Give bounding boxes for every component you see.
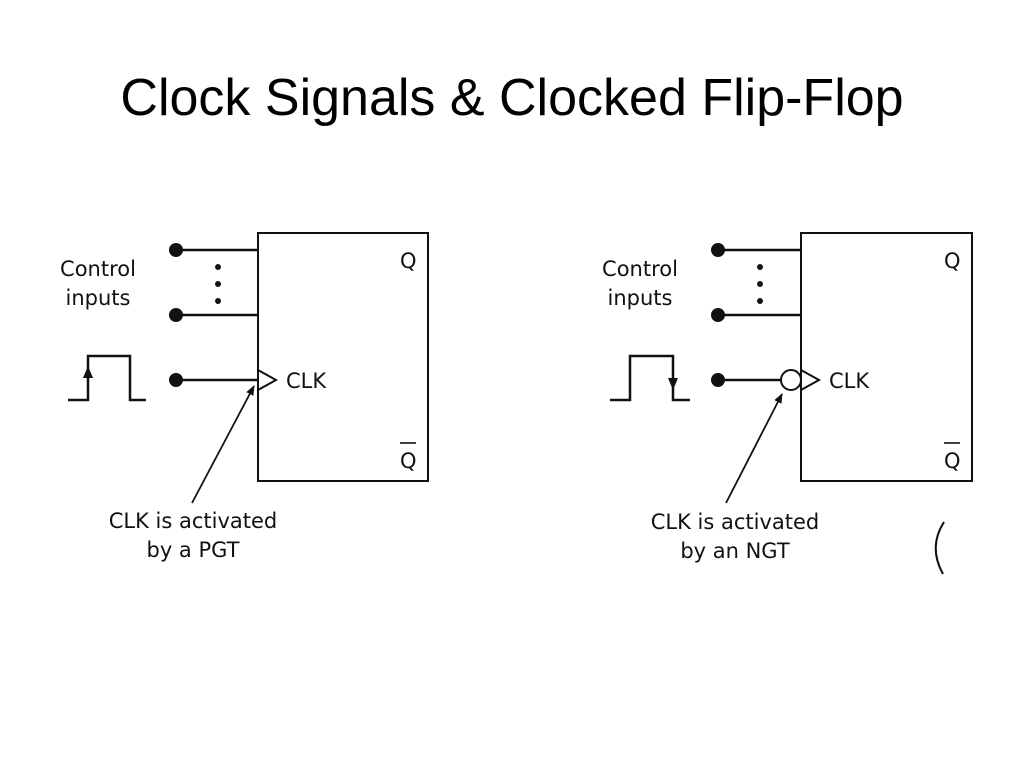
pgt-q-label: Q [400,249,417,273]
ngt-caption-line1: CLK is activated [651,510,820,534]
pgt-rising-edge-arrow-icon [83,366,93,378]
ngt-clk-triangle-icon [800,369,822,391]
pgt-flip-flop-box [257,232,429,482]
ngt-q-label: Q [944,249,961,273]
ngt-clk-label: CLK [829,369,870,393]
pgt-clk-label: CLK [286,369,327,393]
scan-artifact-mark [934,521,945,575]
pgt-caption-line2: by a PGT [147,538,240,562]
pgt-control-label-line2: inputs [66,286,131,310]
pgt-ellipsis-dot-3 [215,298,221,304]
ngt-ellipsis-dot-2 [757,281,763,287]
ngt-control-label-line1: Control [602,257,678,281]
ngt-q-bar-label: Q [944,449,961,473]
pgt-q-bar-label: Q [400,449,417,473]
pgt-ellipsis-dot-2 [215,281,221,287]
ngt-caption-line2: by an NGT [680,539,790,563]
pgt-control-inputs [169,243,258,322]
pgt-caption-line1: CLK is activated [109,509,278,533]
ngt-flip-flop: Control inputs CLK Q Q CLK is activated … [602,232,973,563]
ngt-inversion-bubble-icon [780,369,802,391]
ngt-control-inputs [711,243,801,322]
ngt-falling-edge-arrow-icon [668,378,678,390]
slide-title: Clock Signals & Clocked Flip-Flop [120,69,904,127]
pgt-flip-flop: Control inputs CLK Q Q CLK is activated … [60,232,429,562]
ngt-clock-pulse-waveform [610,354,690,402]
ngt-ellipsis-dot-3 [757,298,763,304]
pgt-caption-arrow [191,385,255,504]
ngt-control-label-line2: inputs [608,286,673,310]
pgt-clock-pulse-waveform [68,354,146,402]
pgt-control-label-line1: Control [60,257,136,281]
ngt-ellipsis-dot-1 [757,264,763,270]
pgt-ellipsis-dot-1 [215,264,221,270]
ngt-flip-flop-box [800,232,973,482]
ngt-caption-arrow [725,393,783,504]
pgt-clk-triangle-icon [257,369,279,391]
